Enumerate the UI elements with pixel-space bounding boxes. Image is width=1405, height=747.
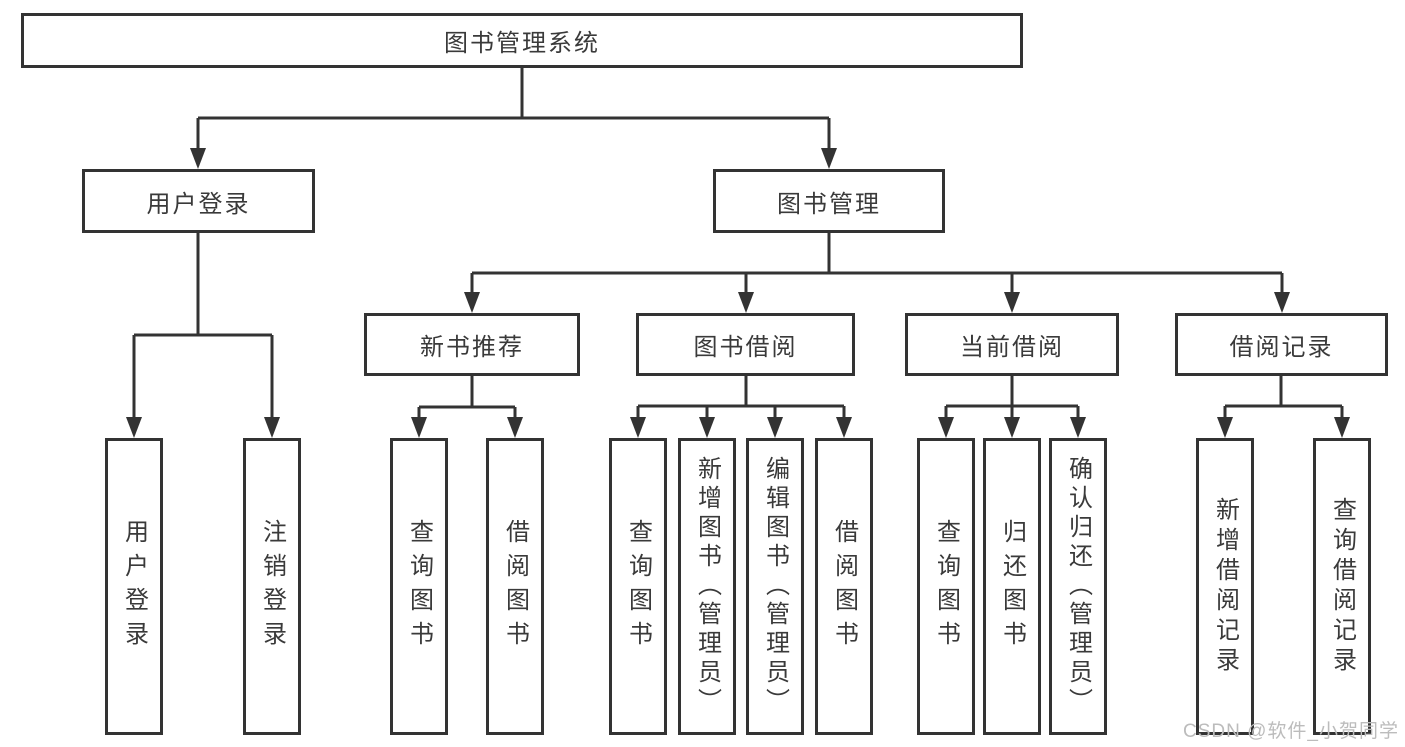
arrowhead-icon: [464, 292, 480, 313]
connector-book-management-to-level3: [470, 233, 1284, 297]
arrowhead-icon: [1004, 292, 1020, 313]
leaf-borrow-add-books-admin-label: 新增图书（管理员）: [693, 456, 721, 717]
leaf-current-confirm-return-admin: 确认归还（管理员）: [1049, 438, 1107, 735]
leaf-borrow-borrow-books-label: 借阅图书: [830, 518, 858, 655]
leaf-logout-label: 注销登录: [258, 518, 286, 655]
arrowhead-icon: [1070, 417, 1086, 438]
leaf-records-query-record-label: 查询借阅记录: [1328, 496, 1356, 677]
arrowhead-icon: [699, 417, 715, 438]
leaf-borrow-query-books: 查询图书: [609, 438, 667, 735]
node-current-borrow-label: 当前借阅: [960, 334, 1064, 361]
arrowhead-icon: [1217, 417, 1233, 438]
arrowhead-icon: [190, 148, 206, 169]
connector-current-borrow-to-leaves: [944, 376, 1080, 422]
leaf-current-return-books: 归还图书: [983, 438, 1041, 735]
leaf-logout: 注销登录: [243, 438, 301, 735]
arrowhead-icon: [738, 292, 754, 313]
arrowhead-icon: [821, 148, 837, 169]
arrowhead-icon: [1004, 417, 1020, 438]
node-borrow-records-label: 借阅记录: [1229, 334, 1334, 361]
leaf-borrow-borrow-books: 借阅图书: [815, 438, 873, 735]
arrowhead-icon: [507, 417, 523, 438]
node-root-label: 图书管理系统: [444, 30, 600, 57]
arrowhead-icon: [938, 417, 954, 438]
leaf-newbooks-query-books: 查询图书: [390, 438, 448, 735]
leaf-borrow-edit-books-admin: 编辑图书（管理员）: [746, 438, 804, 735]
leaf-newbooks-borrow-books-label: 借阅图书: [501, 518, 529, 655]
leaf-borrow-add-books-admin: 新增图书（管理员）: [678, 438, 736, 735]
leaf-newbooks-query-books-label: 查询图书: [405, 518, 433, 655]
arrowhead-icon: [1274, 292, 1290, 313]
arrowhead-icon: [1334, 417, 1350, 438]
node-user-login: 用户登录: [82, 169, 315, 233]
node-book-borrow: 图书借阅: [636, 313, 855, 376]
arrowhead-icon: [630, 417, 646, 438]
node-root: 图书管理系统: [21, 13, 1023, 68]
connector-new-book-to-leaves: [417, 376, 517, 422]
leaf-current-return-books-label: 归还图书: [998, 518, 1026, 655]
node-new-book-recommend-label: 新书推荐: [420, 334, 524, 361]
leaf-current-query-books-label: 查询图书: [932, 518, 960, 655]
arrowhead-icon: [411, 417, 427, 438]
connector-records-to-leaves: [1223, 376, 1344, 422]
leaf-user-login-label: 用户登录: [120, 518, 148, 655]
node-new-book-recommend: 新书推荐: [364, 313, 580, 376]
node-current-borrow: 当前借阅: [905, 313, 1119, 376]
node-borrow-records: 借阅记录: [1175, 313, 1388, 376]
connector-user-login-to-leaves: [132, 233, 274, 422]
leaf-current-query-books: 查询图书: [917, 438, 975, 735]
arrowhead-icon: [264, 417, 280, 438]
node-book-management: 图书管理: [713, 169, 945, 233]
leaf-records-add-record: 新增借阅记录: [1196, 438, 1254, 735]
leaf-current-confirm-return-admin-label: 确认归还（管理员）: [1064, 456, 1092, 717]
watermark: CSDN @软件_小贺同学: [1183, 721, 1399, 742]
connector-book-borrow-to-leaves: [636, 376, 846, 422]
node-book-borrow-label: 图书借阅: [693, 334, 798, 361]
leaf-records-add-record-label: 新增借阅记录: [1211, 496, 1239, 677]
leaf-borrow-query-books-label: 查询图书: [624, 518, 652, 655]
arrowhead-icon: [126, 417, 142, 438]
leaf-records-query-record: 查询借阅记录: [1313, 438, 1371, 735]
arrowhead-icon: [836, 417, 852, 438]
leaf-borrow-edit-books-admin-label: 编辑图书（管理员）: [761, 456, 789, 717]
arrowhead-icon: [767, 417, 783, 438]
node-book-management-label: 图书管理: [777, 190, 881, 218]
connector-root-to-level2: [196, 68, 831, 153]
node-user-login-label: 用户登录: [146, 190, 251, 218]
leaf-user-login: 用户登录: [105, 438, 163, 735]
leaf-newbooks-borrow-books: 借阅图书: [486, 438, 544, 735]
